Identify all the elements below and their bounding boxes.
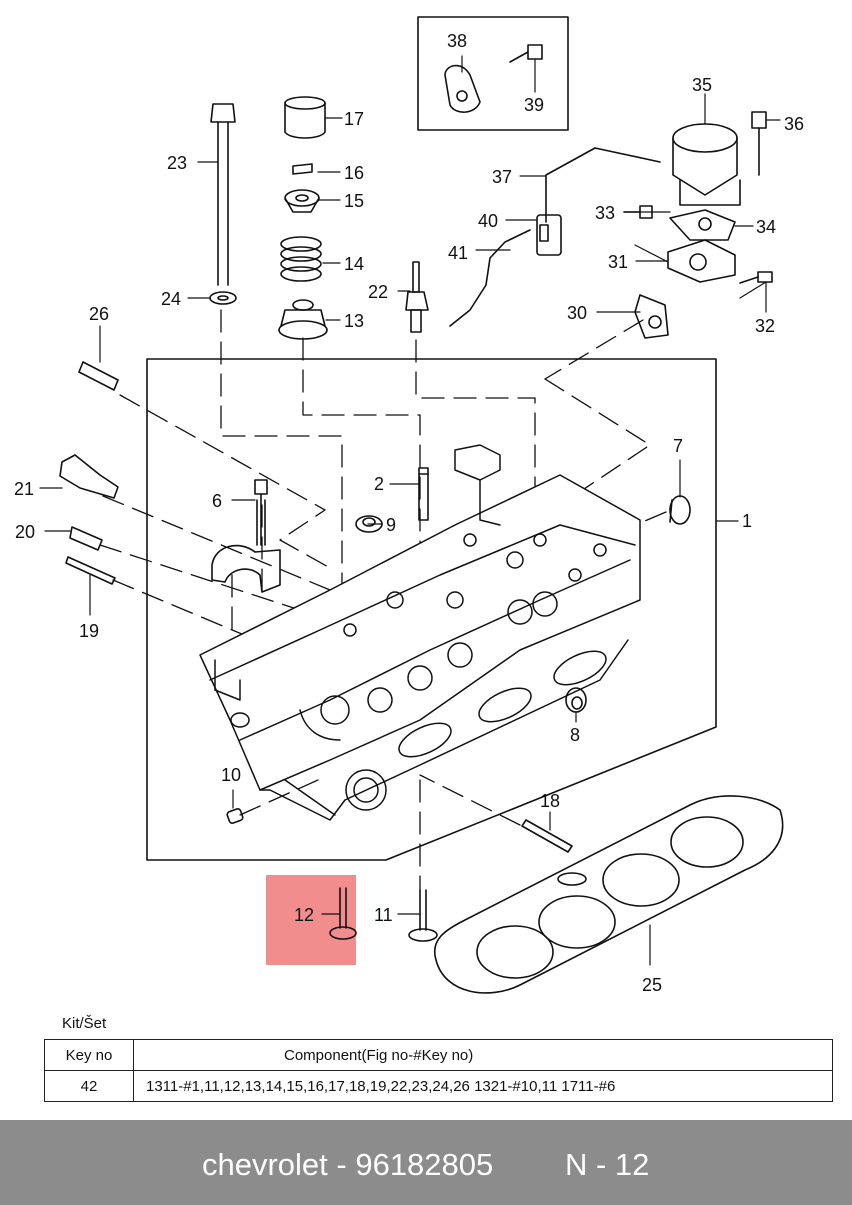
- callout-labels: 1 2 6 7 8 9 10 11 12 13 14 15 16 17 18 1…: [14, 31, 804, 995]
- part-13-seal: [278, 299, 328, 340]
- callout-24: 24: [161, 289, 181, 309]
- part-21-sensor: [59, 454, 119, 499]
- callout-7: 7: [673, 436, 683, 456]
- part-38-cover: [444, 64, 481, 113]
- part-11-valve: [408, 889, 438, 942]
- callout-16: 16: [344, 163, 364, 183]
- callout-8: 8: [570, 725, 580, 745]
- header-key-no: Key no: [44, 1039, 134, 1071]
- part-32-bolt: [739, 271, 773, 284]
- callout-25: 25: [642, 975, 662, 995]
- part-41-harness: [449, 229, 531, 327]
- footer-bar: chevrolet - 96182805 N - 12: [0, 1120, 852, 1205]
- assembly-guides: [99, 309, 667, 891]
- cell-component: 1311-#1,11,12,13,14,15,16,17,18,19,22,23…: [133, 1070, 833, 1102]
- footer-part-number: chevrolet - 96182805: [202, 1147, 494, 1182]
- callout-13: 13: [344, 311, 364, 331]
- callout-30: 30: [567, 303, 587, 323]
- callout-22: 22: [368, 282, 388, 302]
- part-14-spring: [280, 236, 322, 282]
- part-17-tappet: [284, 96, 326, 139]
- callout-19: 19: [79, 621, 99, 641]
- callout-11: 11: [374, 905, 393, 925]
- callout-9: 9: [386, 515, 396, 535]
- part-24-washer: [209, 291, 237, 305]
- callout-14: 14: [344, 254, 364, 274]
- callout-15: 15: [344, 191, 364, 211]
- part-36-bolt: [751, 111, 767, 176]
- callout-41: 41: [448, 243, 468, 263]
- part-34-flange: [669, 209, 736, 241]
- part-10-plug: [226, 808, 244, 824]
- cell-key-no: 42: [44, 1070, 134, 1102]
- part-15-retainer: [284, 189, 320, 213]
- kit-title: Kit/Šet: [62, 1015, 107, 1032]
- part-6-cap: [211, 544, 281, 593]
- header-component: Component(Fig no-#Key no): [133, 1039, 833, 1071]
- callout-20: 20: [15, 522, 35, 542]
- part-23-bolt: [210, 103, 236, 286]
- callout-23: 23: [167, 153, 187, 173]
- inset-frame: [417, 16, 569, 131]
- part-40-sensor: [536, 214, 562, 256]
- callout-21: 21: [14, 479, 34, 499]
- callout-35: 35: [692, 75, 712, 95]
- callout-33: 33: [595, 203, 615, 223]
- leader-lines: [39, 55, 781, 966]
- kit-table: Key no Component(Fig no-#Key no) 42 1311…: [44, 1039, 833, 1102]
- part-20-fitting: [69, 526, 103, 551]
- part-31-gasket: [667, 239, 736, 283]
- part-19-stud: [65, 556, 116, 585]
- callout-12: 12: [294, 905, 314, 925]
- highlight-box: [266, 875, 356, 965]
- part-35-egr-valve: [672, 123, 741, 206]
- callout-39: 39: [524, 95, 544, 115]
- callout-34: 34: [756, 217, 776, 237]
- footer-page-ref: N - 12: [565, 1147, 650, 1182]
- part-39-bolt: [509, 44, 543, 63]
- kit-table-header: Key no Component(Fig no-#Key no): [44, 1039, 833, 1071]
- callout-38: 38: [447, 31, 467, 51]
- part-37-pipe: [545, 147, 661, 223]
- part-25-gasket: [433, 795, 784, 994]
- part-18-stud: [521, 819, 573, 853]
- part-12-valve: [329, 887, 357, 940]
- callout-26: 26: [89, 304, 109, 324]
- callout-1: 1: [742, 511, 752, 531]
- part-26-dowel: [78, 361, 119, 391]
- table-row: 42 1311-#1,11,12,13,14,15,16,17,18,19,22…: [44, 1070, 833, 1102]
- exploded-parts-diagram: 1 2 6 7 8 9 10 11 12 13 14 15 16 17 18 1…: [14, 16, 804, 995]
- callout-32: 32: [755, 316, 775, 336]
- part-6-bolt: [254, 479, 268, 546]
- head-frame: [146, 358, 717, 861]
- callout-2: 2: [374, 474, 384, 494]
- callout-10: 10: [221, 765, 241, 785]
- callout-36: 36: [784, 114, 804, 134]
- part-22-stud: [405, 261, 429, 333]
- callout-17: 17: [344, 109, 364, 129]
- part-2-sleeve: [418, 467, 429, 521]
- callout-18: 18: [540, 791, 560, 811]
- part-16-keeper: [292, 163, 313, 175]
- callout-37: 37: [492, 167, 512, 187]
- callout-40: 40: [478, 211, 498, 231]
- cylinder-head: [199, 444, 641, 821]
- part-7-plug: [669, 495, 691, 525]
- part-30-gasket: [634, 294, 669, 339]
- callout-6: 6: [212, 491, 222, 511]
- callout-31: 31: [608, 252, 628, 272]
